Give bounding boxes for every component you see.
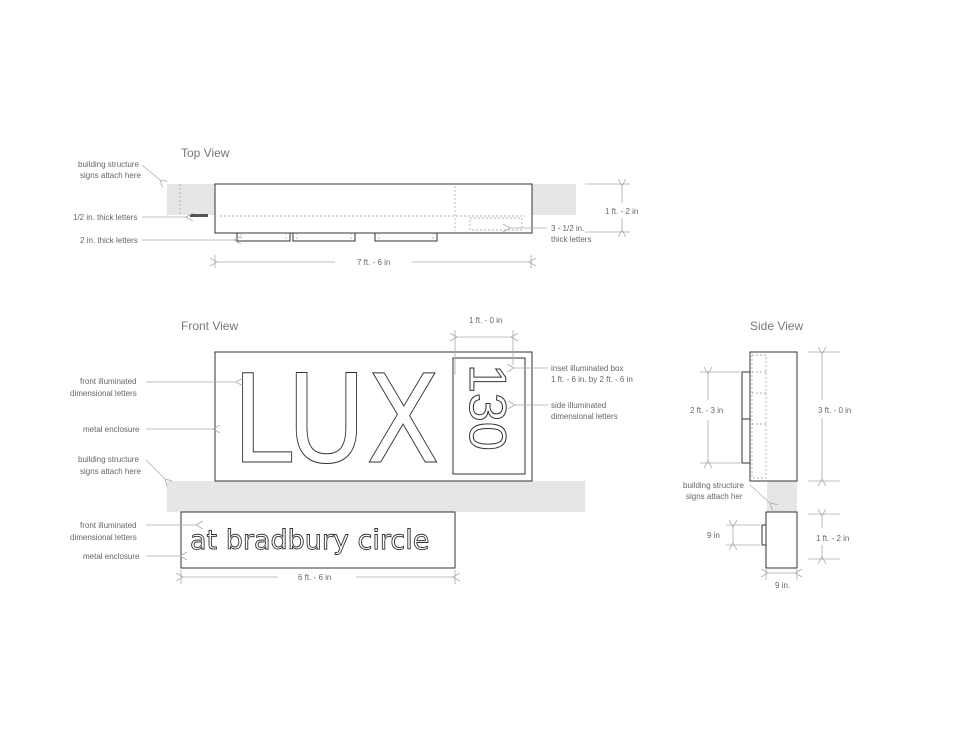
lower-height-dimension: 1 ft. - 2 in [816,534,849,543]
side-letters-label: side illuminated [551,401,606,410]
enclosure-label: metal enclosure [83,552,140,561]
inset-box-label: inset illuminated box [551,364,623,373]
top-enclosure [214,183,533,234]
main-sign-text: LUX [232,349,440,491]
front-letters-label: front illuminated [80,521,136,530]
front-letters-label: dimensional letters [70,533,137,542]
front-view-title: Front View [181,319,238,333]
letter-height-dimension: 2 ft. - 3 in [690,406,723,415]
building-structure-left [167,184,215,215]
top-view: Top View building structure signs attach… [73,146,638,268]
building-label: building structure [78,455,139,464]
lower-side-letters [761,524,767,546]
building-label: building structure [683,481,744,490]
width-dimension: 7 ft. - 6 in [357,258,390,267]
front-letters-label: dimensional letters [70,389,137,398]
building-label: signs attach her [686,492,743,501]
lower-sign-text: at bradbury circle [190,525,429,556]
lower-depth-dimension: 9 in. [775,581,790,590]
depth-dimension: 1 ft. - 2 in [605,207,638,216]
side-enclosure [749,351,798,482]
inset-width-dimension: 1 ft. - 0 in [469,316,502,325]
letter-block [292,232,356,242]
inset-number: 130 [458,364,516,451]
building-structure [767,481,797,512]
building-structure [167,481,585,512]
building-label: signs attach here [80,467,141,476]
three-half-label: thick letters [551,235,591,244]
total-height-dimension: 3 ft. - 0 in [818,406,851,415]
enclosure-label: metal enclosure [83,425,140,434]
building-label: building structure [78,160,139,169]
front-view: Front View LUX 130 1 ft. - 0 in front il… [70,316,633,584]
two-inch-label: 2 in. thick letters [80,236,138,245]
inset-box-label: 1 ft. - 6 in. by 2 ft. - 6 in [551,375,633,384]
three-half-label: 3 - 1/2 in. [551,224,584,233]
inset-illuminated-box [452,357,526,475]
side-letters [741,371,751,464]
letter-block [236,232,291,242]
side-view: Side View 2 ft. - 3 in 3 ft. - 0 in buil… [683,319,851,590]
side-view-title: Side View [750,319,803,333]
side-letters-label: dimensional letters [551,412,618,421]
lower-enclosure [180,511,456,569]
lower-side-enclosure [765,511,798,569]
lower-width-dimension: 6 ft. - 6 in [298,573,331,582]
half-inch-letter [190,214,208,217]
front-letters-label: front illuminated [80,377,136,386]
letter-block [374,232,438,242]
top-view-title: Top View [181,146,230,160]
building-structure-right [532,184,576,215]
building-label: signs attach here [80,171,141,180]
lower-letter-dimension: 9 in [707,531,720,540]
half-inch-label: 1/2 in. thick letters [73,213,137,222]
